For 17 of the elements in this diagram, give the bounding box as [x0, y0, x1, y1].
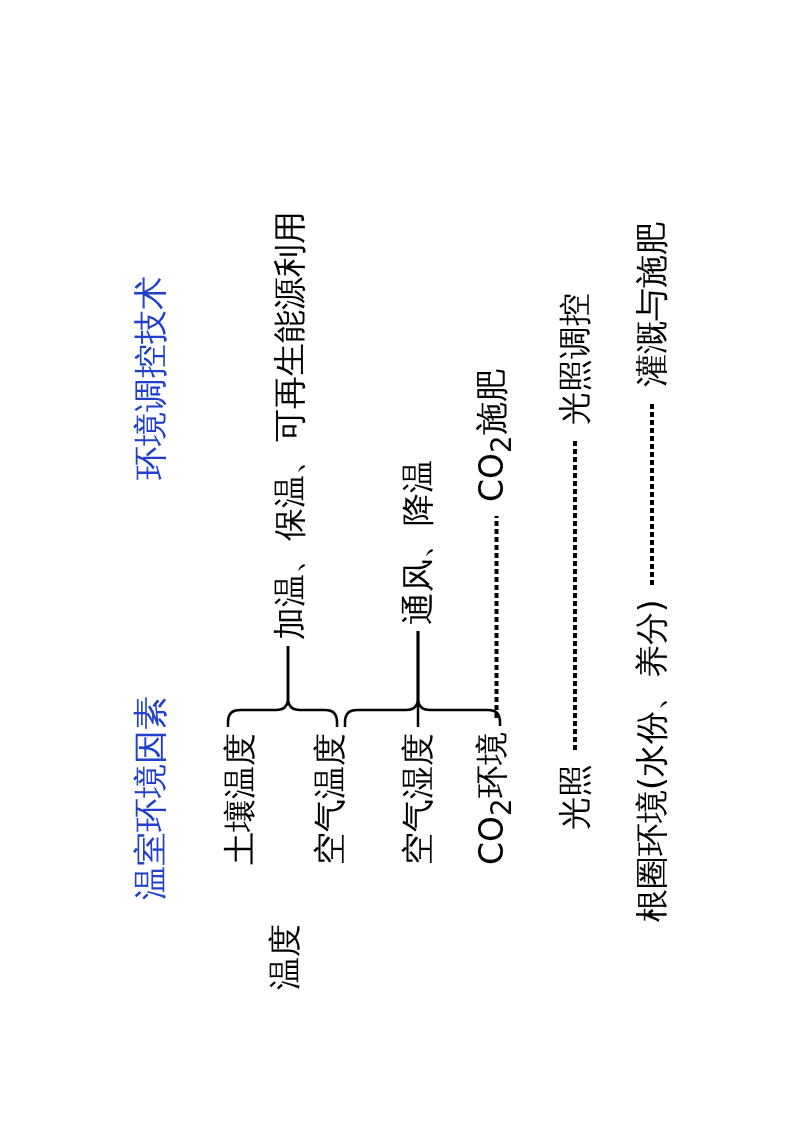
- dashed-connector: [494, 516, 499, 718]
- technique-text: 加温、保温、可再生能源利用: [270, 211, 310, 640]
- factor-text: 空气湿度: [398, 733, 438, 865]
- dashed-connector: [573, 439, 577, 750]
- technique-text: 通风、降温: [398, 460, 438, 625]
- factor-text: 空气温度: [310, 733, 350, 865]
- column-heading: 温室环境因素: [130, 696, 170, 900]
- factor-text: 土壤温度: [220, 733, 260, 865]
- column-heading: 环境调控技术: [130, 276, 170, 480]
- brace-connector: [286, 646, 339, 727]
- category-label: 温度: [265, 924, 305, 990]
- dashed-connector: [650, 401, 654, 585]
- factor-text: 光照: [555, 764, 595, 830]
- factor-text: 根圈环境(水份、养分): [632, 599, 672, 922]
- technique-text: 光照调控: [555, 293, 595, 425]
- technique-text: 灌溉与施肥: [632, 222, 672, 387]
- brace-connector: [416, 631, 502, 726]
